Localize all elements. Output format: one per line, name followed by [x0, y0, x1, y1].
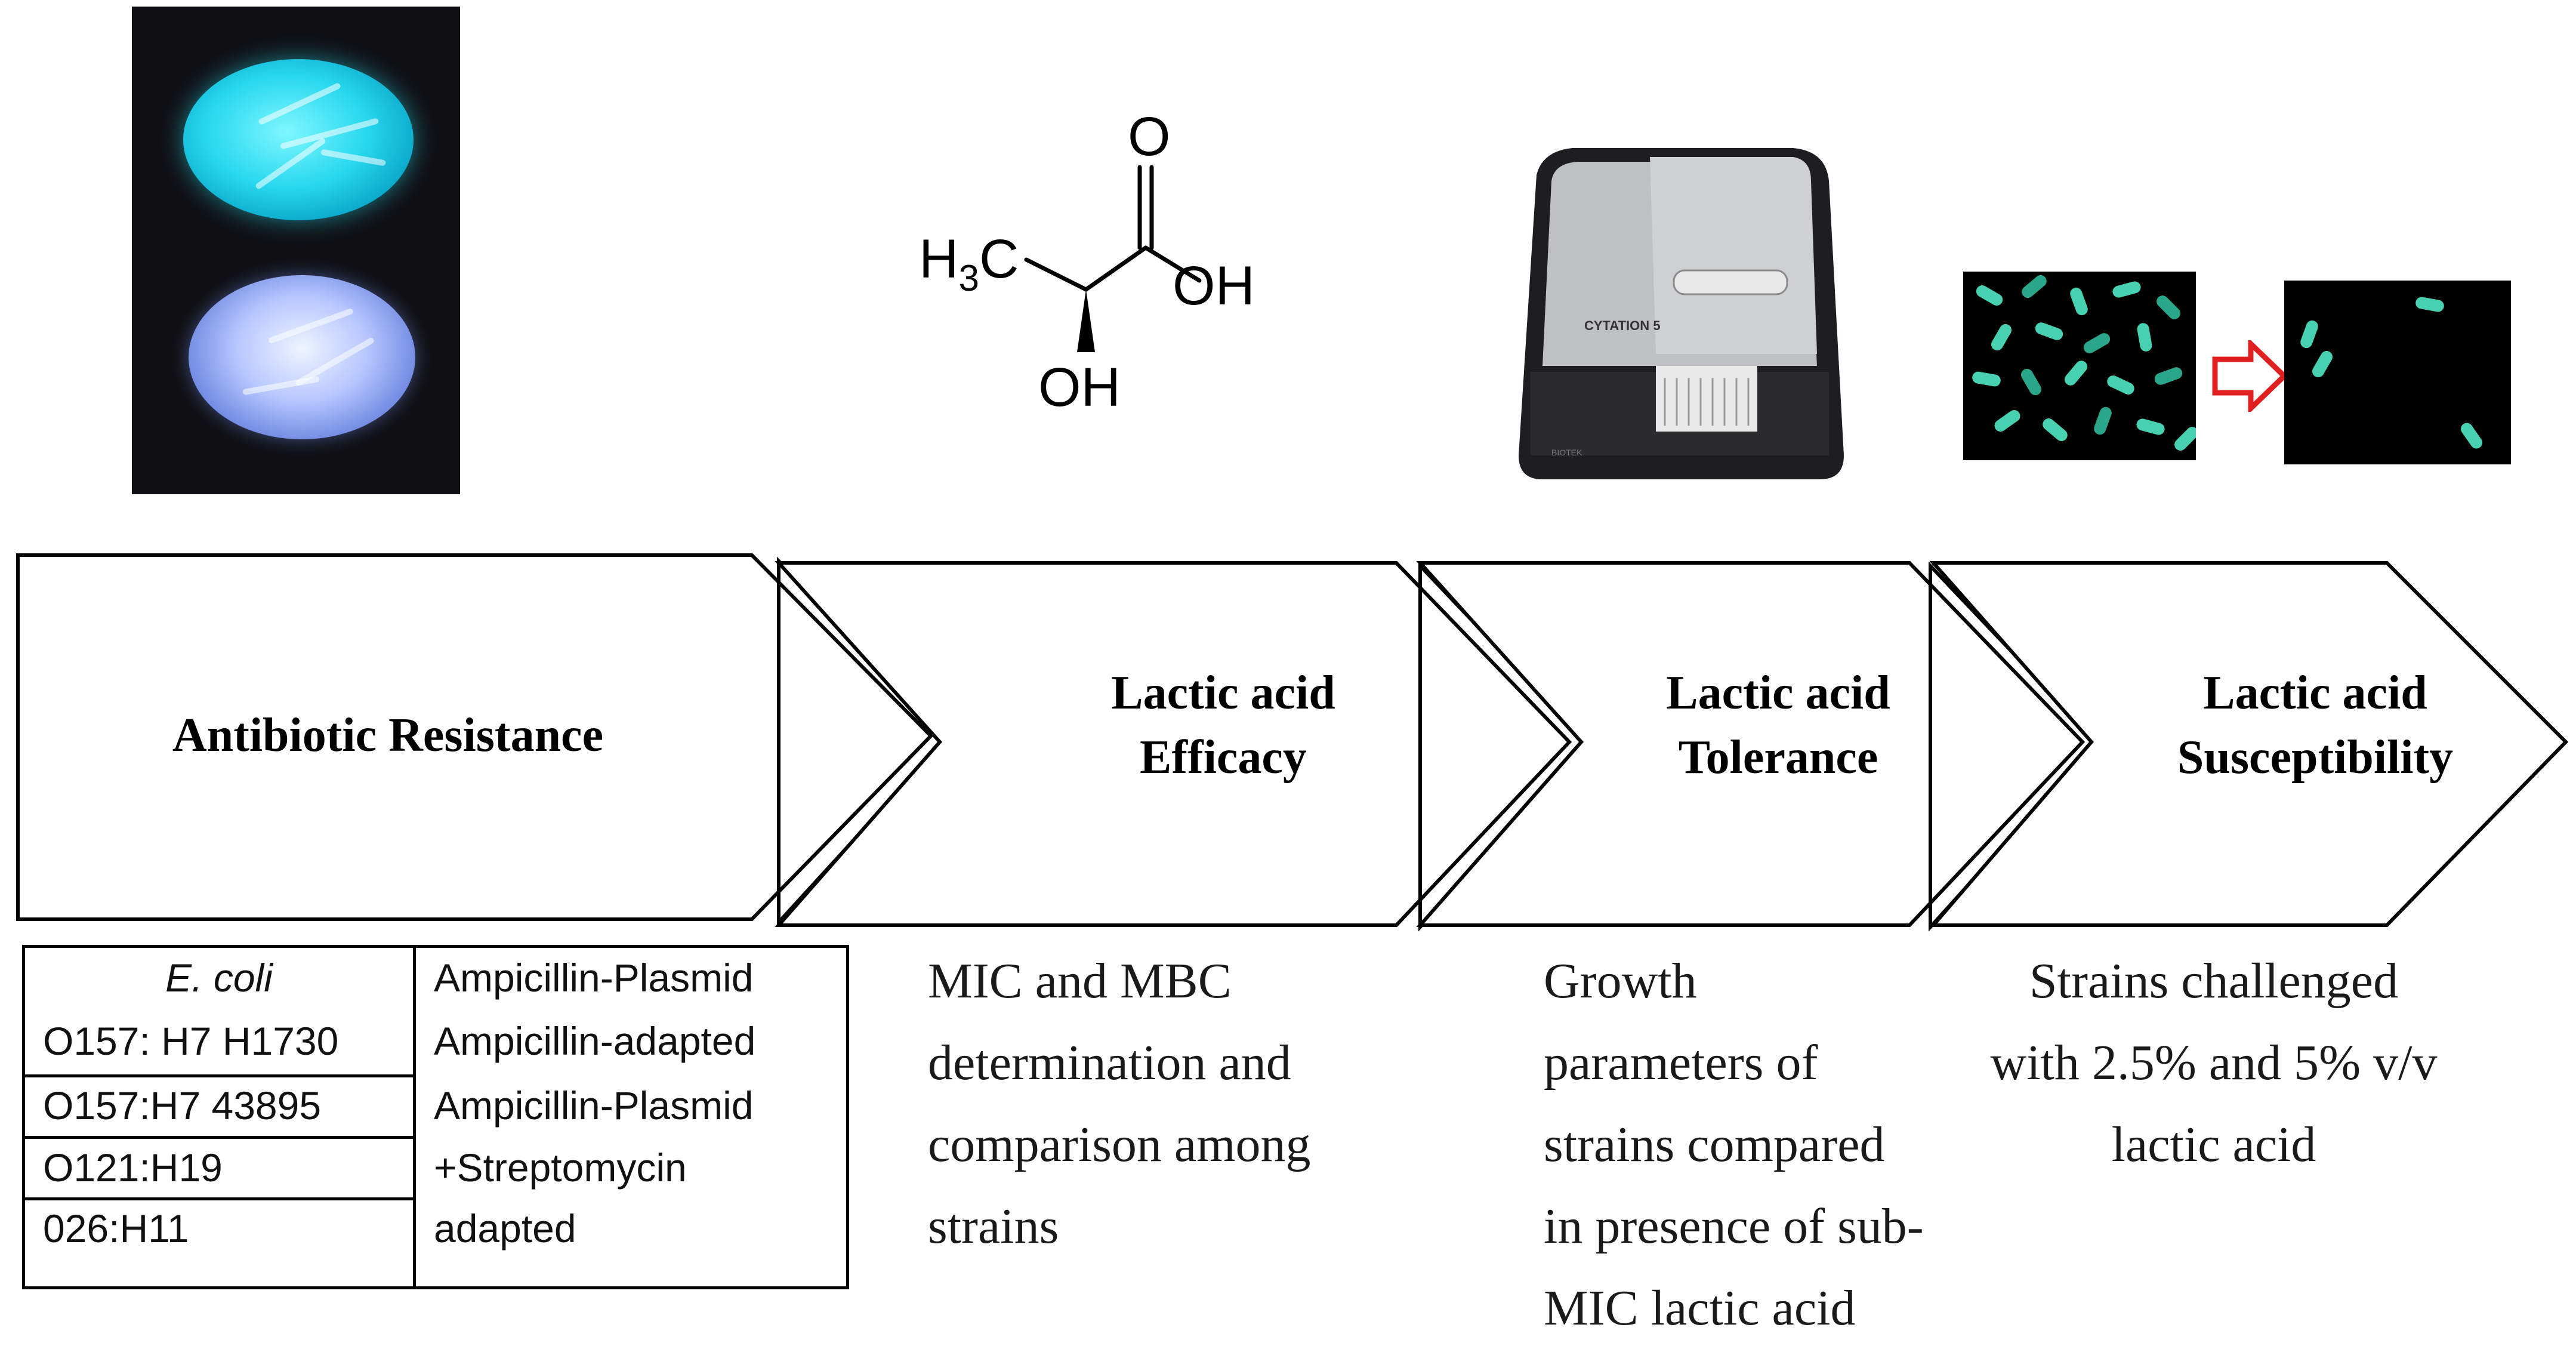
strain-row: O121:H19 — [43, 1145, 223, 1190]
stage-label-tolerance: Lactic acid Tolerance — [1666, 667, 1890, 784]
treatment-line: Ampicillin-Plasmid — [434, 1083, 754, 1128]
stage-label-susceptibility: Lactic acid Susceptibility — [2177, 667, 2454, 784]
strain-row: O157: H7 H1730 — [43, 1019, 339, 1063]
carbonyl-o-label: O — [1128, 106, 1171, 167]
bond-c-cooh — [1084, 245, 1148, 292]
svg-text:H3C: H3C — [919, 229, 1019, 299]
oh-right-label: OH — [1173, 255, 1255, 316]
process-chevrons — [16, 553, 2569, 932]
stage-chevron-susceptibility — [1929, 561, 2569, 927]
right-arrow-icon — [2212, 340, 2288, 412]
stage-chevron-tolerance — [1416, 561, 2086, 927]
bacteria-fluorescence-before — [1963, 272, 2196, 460]
bacteria-fluorescence-after — [2284, 281, 2511, 464]
plate-top — [183, 59, 414, 220]
stage-chevron-efficacy — [775, 561, 1572, 927]
tolerance-description: Growth parameters of strains compared in… — [1544, 953, 1924, 1336]
lactic-acid-structure: H3C O OH OH — [919, 106, 1255, 418]
strain-row: O157:H7 43895 — [43, 1083, 322, 1128]
svg-text:CYTATION 5: CYTATION 5 — [1584, 318, 1661, 333]
treatment-line: Ampicillin-Plasmid — [434, 956, 754, 1000]
cytation-plate-reader: CYTATION 5 BIOTEK — [1495, 97, 1865, 494]
strain-table: E. coli O157: H7 H1730 O157:H7 43895 O12… — [22, 945, 849, 1289]
bond-c-oh — [1143, 245, 1202, 283]
table-header-ecoli: E. coli — [165, 956, 273, 1000]
stage-label-efficacy: Lactic acid Efficacy — [1111, 667, 1335, 784]
treatment-line: +Streptomycin — [434, 1145, 687, 1190]
bond-ch3-c — [1024, 257, 1088, 292]
svg-text:BIOTEK: BIOTEK — [1551, 448, 1582, 457]
agar-plates-photo — [132, 7, 460, 494]
stage-label-antibiotic-resistance: Antibiotic Resistance — [172, 709, 604, 762]
strain-row: 026:H11 — [43, 1206, 189, 1251]
treatment-line: Ampicillin-adapted — [434, 1019, 756, 1063]
stage-chevron-antibiotic-resistance — [16, 553, 934, 921]
susceptibility-description: Strains challenged with 2.5% and 5% v/v … — [1990, 953, 2438, 1172]
plate-bottom — [189, 275, 415, 439]
efficacy-description: MIC and MBC determination and comparison… — [928, 953, 1311, 1254]
treatment-line: adapted — [434, 1206, 576, 1251]
wedge-bond — [1077, 289, 1095, 352]
oh-bottom-label: OH — [1038, 357, 1121, 418]
